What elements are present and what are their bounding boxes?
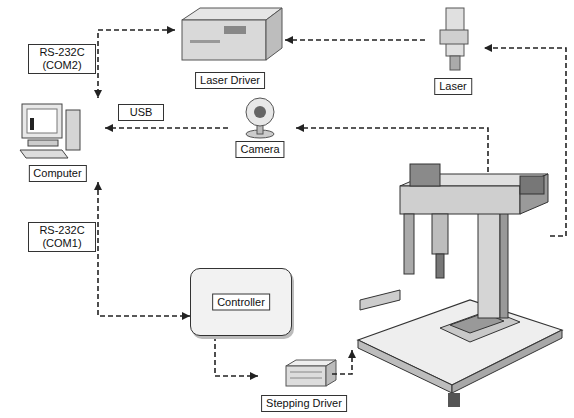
stepping-to-machine-arrow <box>332 350 352 374</box>
camera-icon <box>246 98 274 138</box>
dashed-connector <box>285 39 425 41</box>
dashed-connector <box>98 30 175 98</box>
node-label: Stepping Driver <box>261 395 347 412</box>
computer-node: Computer <box>10 98 105 182</box>
node-label: Computer <box>28 165 86 182</box>
node-label: Camera <box>235 141 284 158</box>
positioning-stage-machine <box>358 164 562 407</box>
machine-to-camera-arrow <box>296 128 488 172</box>
dashed-connector <box>215 336 258 376</box>
dashed-connector <box>105 127 228 129</box>
interface-label: RS-232C (COM1) <box>28 222 96 252</box>
computer-icon <box>20 104 80 158</box>
laser-icon <box>440 8 468 70</box>
interface-label: RS-232C (COM2) <box>28 44 96 74</box>
interface-label: USB <box>118 104 164 121</box>
machine-links <box>296 48 566 374</box>
stepping-driver-node: Stepping Driver <box>258 356 350 412</box>
stepping-driver-icon <box>286 360 336 386</box>
dashed-connector <box>98 182 190 316</box>
laser-driver-node: Laser Driver <box>175 5 285 89</box>
machine-to-laser-arrow <box>484 48 566 236</box>
node-label: Laser Driver <box>195 72 265 89</box>
node-label: Laser <box>434 78 472 95</box>
laser-node: Laser <box>425 5 481 95</box>
node-label: Controller <box>212 294 270 311</box>
controller-node: Controller <box>190 268 292 336</box>
laser-driver-icon <box>182 8 282 60</box>
camera-node: Camera <box>228 92 292 158</box>
